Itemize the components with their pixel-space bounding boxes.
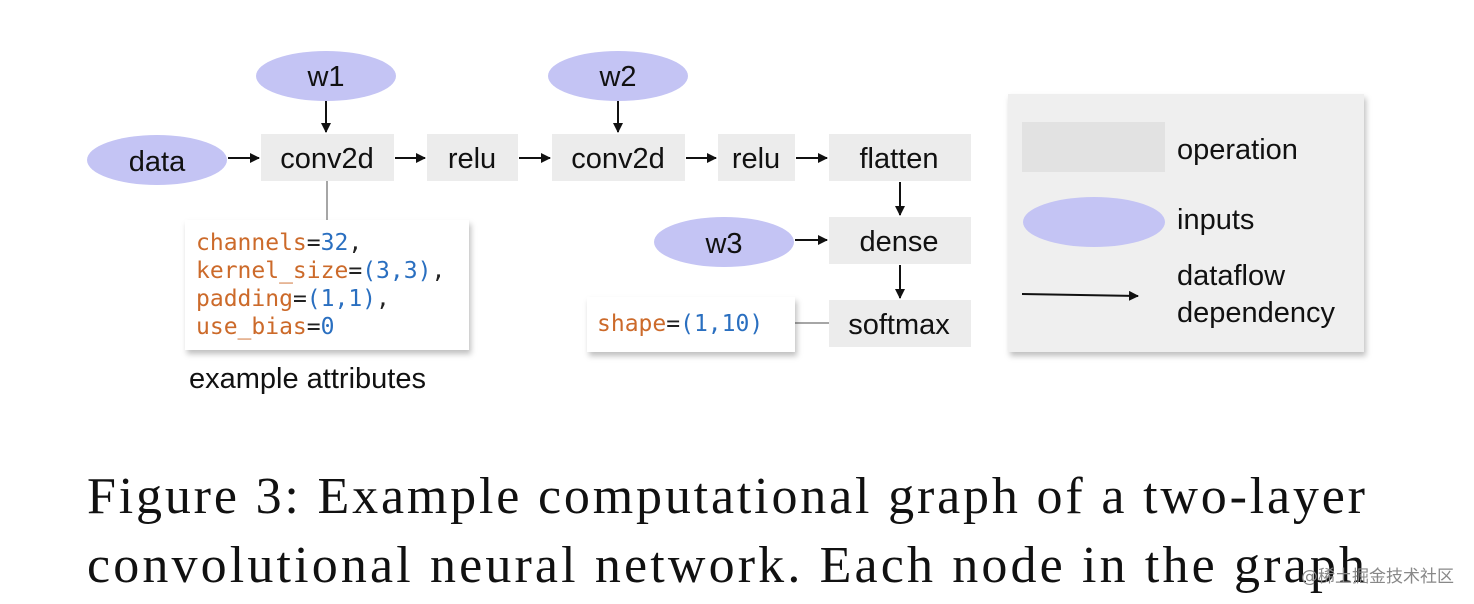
- attribute-line-kernel-size: kernel_size=(3,3),: [196, 258, 445, 284]
- operation-node-flatten: flatten: [829, 134, 971, 181]
- attribute-line-channels: channels=32,: [196, 230, 362, 256]
- input-node-w1: w1: [256, 51, 396, 101]
- attribute-line-padding: padding=(1,1),: [196, 286, 390, 312]
- input-node-w3: w3: [654, 217, 794, 267]
- legend-dataflow-label-line1: dataflow: [1177, 260, 1286, 292]
- attribute-line-use-bias: use_bias=0: [196, 314, 335, 340]
- watermark: @稀土掘金技术社区: [1301, 567, 1454, 587]
- attribute-line-shape: shape=(1,10): [597, 311, 763, 337]
- legend-arrow-icon: [1021, 290, 1139, 301]
- input-node-w2: w2: [548, 51, 688, 101]
- operation-label-dense: dense: [859, 226, 938, 258]
- legend-operation-label: operation: [1177, 134, 1298, 166]
- operation-node-conv2d-2: conv2d: [552, 134, 685, 181]
- operation-node-conv2d-1: conv2d: [261, 134, 394, 181]
- attribute-box-softmax: shape=(1,10): [587, 297, 795, 352]
- figure-caption-line1: Figure 3: Example computational graph of…: [87, 468, 1365, 525]
- input-node-data: data: [87, 135, 227, 185]
- input-label-w1: w1: [306, 61, 344, 93]
- operation-node-dense: dense: [829, 217, 971, 264]
- operation-node-relu-2: relu: [718, 134, 795, 181]
- operation-label-flatten: flatten: [860, 143, 939, 175]
- attribute-caption: example attributes: [189, 363, 426, 395]
- dataflow-edges: [228, 101, 905, 299]
- legend-inputs-label: inputs: [1177, 204, 1254, 236]
- input-label-w2: w2: [598, 61, 636, 93]
- operation-label-relu-2: relu: [732, 143, 780, 175]
- legend: operation inputs dataflow dependency: [1008, 94, 1364, 352]
- operation-node-relu-1: relu: [427, 134, 518, 181]
- operation-node-softmax: softmax: [829, 300, 971, 347]
- legend-operation-swatch: [1022, 122, 1165, 172]
- legend-dataflow-label-line2: dependency: [1177, 297, 1336, 329]
- operation-label-conv2d-1: conv2d: [280, 143, 374, 175]
- input-label-w3: w3: [704, 228, 742, 260]
- attribute-box-conv2d: channels=32, kernel_size=(3,3), padding=…: [185, 220, 469, 350]
- input-label-data: data: [129, 146, 186, 178]
- figure-caption-line2: convolutional neural network. Each node …: [87, 537, 1365, 594]
- legend-inputs-swatch: [1023, 197, 1165, 247]
- operation-label-conv2d-2: conv2d: [571, 143, 665, 175]
- operation-label-relu-1: relu: [448, 143, 496, 175]
- operation-label-softmax: softmax: [848, 309, 950, 341]
